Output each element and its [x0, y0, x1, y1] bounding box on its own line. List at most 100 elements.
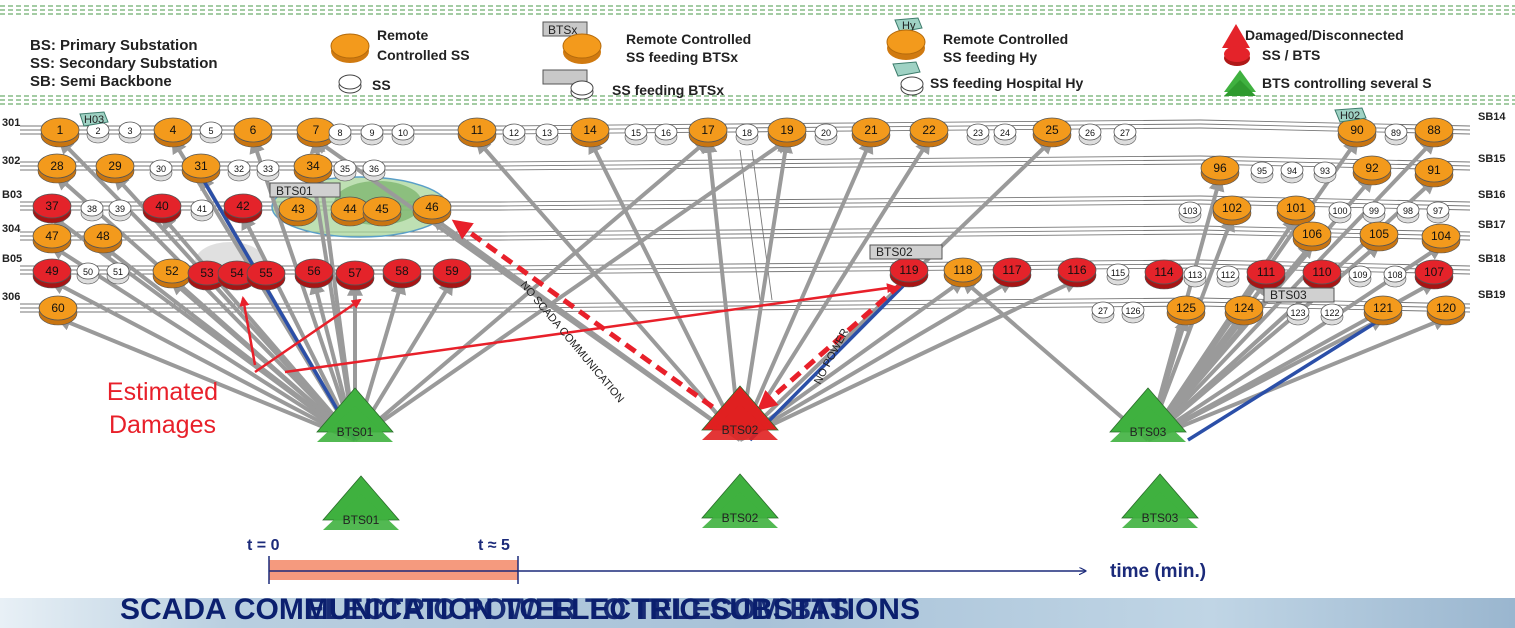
- substation-node: 101: [1276, 195, 1316, 226]
- legend-damaged-label: Damaged/Disconnected: [1245, 27, 1404, 43]
- substation-id: 23: [973, 128, 983, 138]
- legend-remote-ss-label: Controlled SS: [377, 47, 470, 63]
- bts-label: BTS01: [343, 513, 380, 527]
- substation-id: 20: [821, 128, 831, 138]
- substation-id: 117: [1002, 263, 1021, 277]
- bts-link: [169, 278, 357, 442]
- bts-tags: BTS01 BTS02 BTS03 H03 H02: [79, 107, 1367, 303]
- bts02-tag: [869, 244, 943, 260]
- substation-node: 94: [1280, 161, 1304, 184]
- substation-id: 104: [1431, 229, 1451, 243]
- legend-remote-bts-symbol: [562, 33, 602, 64]
- substation-id: 106: [1302, 227, 1322, 241]
- substation-id: 123: [1290, 308, 1305, 318]
- substation-node: 125: [1166, 295, 1206, 326]
- legend-hy-tag-text: Hy: [902, 20, 916, 32]
- substation-id: 103: [1182, 206, 1197, 216]
- t5-label: t ≈ 5: [478, 537, 510, 554]
- bts01-tag-text: BTS01: [276, 184, 313, 198]
- substation-node: 25: [1032, 117, 1072, 148]
- substation-id: 105: [1369, 227, 1389, 241]
- h03-tag-text: H03: [84, 114, 104, 126]
- substation-id: 56: [307, 264, 321, 278]
- bts03-tag: [1263, 287, 1335, 303]
- legend-ss-hospital-symbol: [900, 76, 924, 96]
- bts-link: [1146, 215, 1298, 442]
- substation-node: 47: [32, 223, 72, 254]
- row-label: 306: [2, 291, 20, 303]
- substation-node: 109: [1348, 265, 1372, 288]
- substation-node: 17: [688, 117, 728, 148]
- bts-station: BTS02: [701, 473, 779, 528]
- power-link: [199, 175, 357, 441]
- substation-id: 114: [1154, 265, 1173, 279]
- bts-link: [738, 278, 1015, 442]
- row-label: 302: [2, 155, 20, 167]
- footer-title-power: ELECTRIC POWER TO TELECOM BTS: [305, 593, 850, 626]
- substation-id: 52: [165, 264, 179, 278]
- substation-node: 29: [95, 153, 135, 184]
- damage-arrow: [284, 283, 897, 374]
- bts-link: [739, 278, 1080, 442]
- substation-id: 14: [583, 123, 597, 137]
- time-axis-label: time (min.): [1110, 561, 1207, 582]
- substation-node: 122: [1320, 303, 1344, 326]
- legend-remote-hy-label: SS feeding Hy: [943, 49, 1037, 65]
- substation-id: 24: [1000, 128, 1010, 138]
- substation-id: 110: [1312, 265, 1331, 279]
- substation-id: 112: [1221, 270, 1235, 280]
- substation-node: 10: [391, 123, 415, 146]
- substation-node: 53: [187, 260, 227, 291]
- legend-type-line: SB: Semi Backbone: [30, 73, 172, 90]
- substation-id: 92: [1365, 161, 1379, 175]
- substation-id: 22: [922, 123, 936, 137]
- substation-node: 115: [1106, 263, 1130, 286]
- substation-id: 39: [115, 204, 125, 214]
- substation-id: 37: [45, 199, 59, 213]
- substation-node: 59: [432, 258, 472, 289]
- substation-id: 58: [395, 264, 409, 278]
- substation-id: 98: [1403, 206, 1413, 216]
- substation-id: 42: [236, 199, 250, 213]
- substation-id: 111: [1257, 265, 1276, 279]
- substation-node: 7: [296, 117, 336, 148]
- footer-band: [0, 598, 1515, 628]
- substation-id: 41: [197, 204, 207, 214]
- substation-id: 21: [864, 123, 878, 137]
- legend-type-line: BS: Primary Substation: [30, 37, 198, 54]
- substation-node: 118: [943, 257, 983, 288]
- substation-node: 107: [1414, 259, 1454, 290]
- substation-node: 23: [966, 123, 990, 146]
- substation-node: 97: [1426, 201, 1450, 224]
- substation-id: 9: [369, 128, 374, 138]
- substation-id: 122: [1324, 308, 1339, 318]
- bts-link: [588, 137, 742, 441]
- bts-link: [701, 136, 742, 441]
- substation-node: 89: [1384, 123, 1408, 146]
- legend-remote-ss-symbol: [330, 33, 370, 63]
- substation-id: 53: [200, 266, 214, 280]
- substation-node: 116: [1057, 257, 1097, 288]
- substation-node: 2: [86, 121, 110, 144]
- substation-node: 27: [1091, 301, 1115, 324]
- bts-link: [100, 244, 357, 442]
- substation-id: 49: [45, 264, 59, 278]
- substation-id: 44: [343, 202, 357, 216]
- substation-id: 47: [45, 229, 59, 243]
- legend-frame: [0, 5, 1515, 105]
- substation-id: 28: [50, 159, 64, 173]
- substation-node: 43: [278, 196, 318, 227]
- substation-node: 32: [227, 159, 251, 182]
- substation-id: 121: [1373, 301, 1393, 315]
- substation-id: 99: [1369, 206, 1379, 216]
- bts03-tag-text: BTS03: [1270, 288, 1307, 302]
- t0-label: t = 0: [247, 537, 280, 554]
- substation-id: 94: [1287, 166, 1297, 176]
- estimated-damages-line: Estimated: [106, 378, 219, 406]
- bts-link: [1147, 315, 1449, 442]
- substation-id: 36: [369, 164, 379, 174]
- substation-node: 108: [1383, 265, 1407, 288]
- damage-arrow: [254, 298, 362, 374]
- substation-node: 123: [1286, 303, 1310, 326]
